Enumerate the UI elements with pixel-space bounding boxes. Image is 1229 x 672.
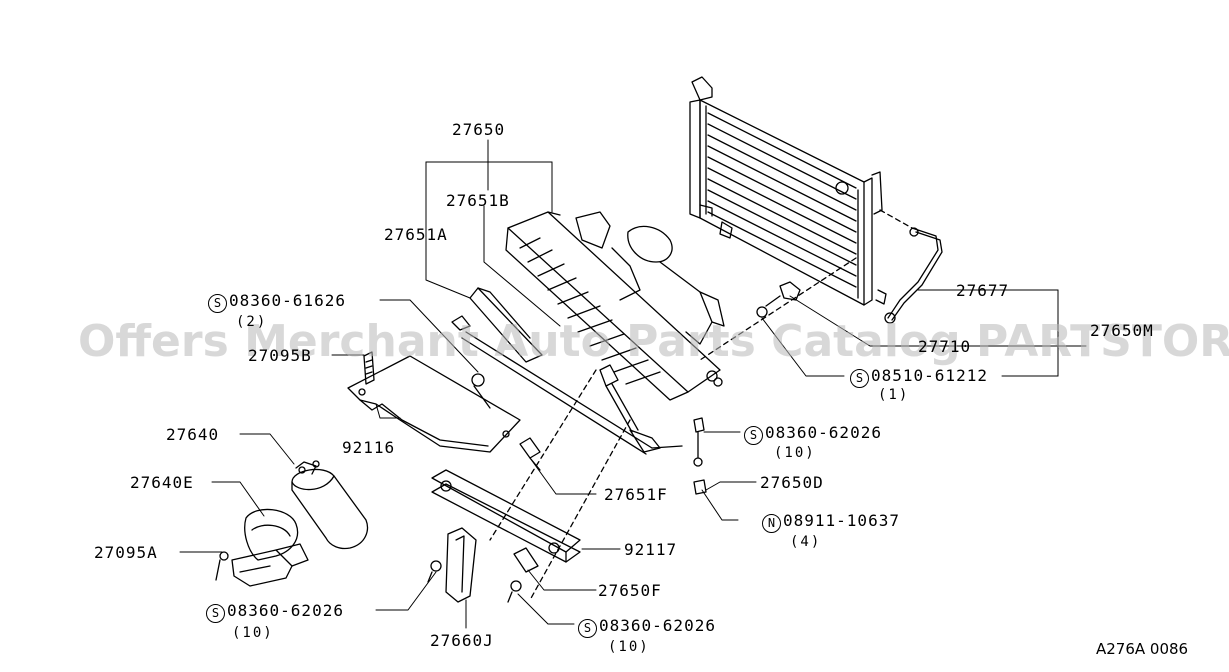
bracket-27660j-drawing — [427, 527, 477, 603]
receiver-drier-drawing — [291, 460, 369, 550]
bracket-27650f-drawing — [507, 547, 539, 603]
nut-part-symbol: N — [762, 514, 781, 533]
nut-number-08911-10637: 08911-10637 — [783, 511, 900, 530]
drier-bracket-drawing — [215, 508, 309, 587]
screw-number-08360-62026-left: 08360-62026 — [227, 601, 344, 620]
part-label-27095a: 27095A — [94, 543, 158, 562]
fan-assembly-drawing — [505, 211, 725, 401]
bolt-number-08510-61212: 08510-61212 — [871, 366, 988, 385]
part-label-27710: 27710 — [918, 337, 972, 356]
part-label-27677: 27677 — [956, 281, 1010, 300]
bracket-92117-drawing — [431, 437, 581, 563]
bracket-92116-drawing — [347, 351, 521, 453]
screw-number-08360-62026-bottom: 08360-62026 — [599, 616, 716, 635]
watermark: Offers Merchant Auto Parts Catalog PARTS… — [78, 316, 1229, 367]
qty-label-08510-61212: (1) — [878, 387, 910, 403]
part-label-27640: 27640 — [166, 425, 220, 444]
part-label-92116: 92116 — [342, 438, 396, 457]
shroud-brackets-drawing — [451, 287, 683, 601]
qty-label-08360-62026-bottom: (10) — [608, 639, 650, 655]
part-label-27650f: 27650F — [598, 581, 662, 600]
part-label-27650m: 27650M — [1090, 321, 1154, 340]
standard-part-symbol: S — [744, 426, 763, 445]
standard-part-symbol: S — [208, 294, 227, 313]
part-label-92117: 92117 — [624, 540, 678, 559]
qty-label-08911-10637: (4) — [790, 534, 822, 550]
leader-lines — [179, 139, 1087, 629]
qty-label-08360-61626: (2) — [236, 314, 268, 330]
part-label-27651f: 27651F — [604, 485, 668, 504]
part-label-27660j: 27660J — [430, 631, 494, 650]
qty-label-08360-62026-left: (10) — [232, 625, 274, 641]
part-label-27650d: 27650D — [760, 473, 824, 492]
part-label-27651b: 27651B — [446, 191, 510, 210]
standard-part-symbol: S — [578, 619, 597, 638]
pipe-fittings-drawing — [693, 417, 707, 495]
qty-label-08360-62026-right: (10) — [774, 445, 816, 461]
screw-number-08360-61626: 08360-61626 — [229, 291, 346, 310]
part-label-27640e: 27640E — [130, 473, 194, 492]
standard-part-symbol: S — [850, 369, 869, 388]
condenser-drawing — [689, 76, 943, 361]
screw-number-08360-62026-right: 08360-62026 — [765, 423, 882, 442]
standard-part-symbol: S — [206, 604, 225, 623]
bolt-08510-drawing — [756, 281, 801, 318]
part-label-27651a: 27651A — [384, 225, 448, 244]
part-label-27650: 27650 — [452, 120, 506, 139]
figure-code: A276A 0086 — [1096, 640, 1189, 658]
part-label-27095b: 27095B — [248, 346, 312, 365]
